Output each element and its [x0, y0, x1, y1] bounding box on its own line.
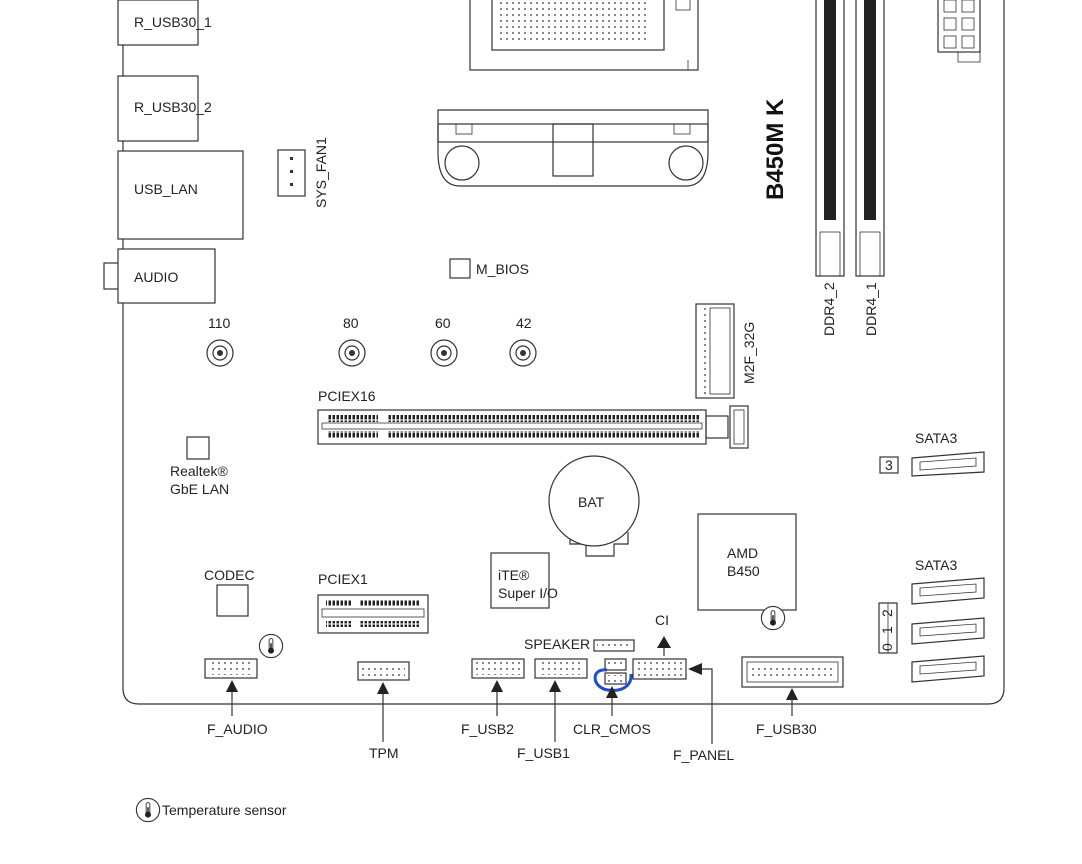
- sata3-bottom-label: SATA3: [915, 557, 957, 573]
- atx-power-connector[interactable]: [937, 0, 981, 63]
- amd-b450-chipset: [697, 513, 797, 611]
- speaker-label: SPEAKER: [524, 636, 590, 652]
- f-panel-label: F_PANEL: [673, 747, 734, 763]
- f-audio-label: F_AUDIO: [207, 721, 268, 737]
- realtek-label-2: GbE LAN: [170, 481, 229, 497]
- f-usb1-header[interactable]: F_USB1: [517, 658, 588, 761]
- pciex1-slot[interactable]: PCIEX1: [317, 571, 429, 634]
- sata3-port-3-box: [879, 456, 899, 474]
- bat-label: BAT: [578, 494, 605, 510]
- m2-slot[interactable]: M2F_32G: [695, 303, 757, 399]
- ci-label: CI: [655, 612, 669, 628]
- r-usb30-2-port[interactable]: [117, 75, 199, 142]
- clr-cmos-label: CLR_CMOS: [573, 721, 651, 737]
- board-outline: [122, 0, 1005, 705]
- m2-42-label: 42: [516, 315, 532, 331]
- model-name: B450M K: [762, 98, 789, 200]
- m2f-32g-label: M2F_32G: [741, 322, 757, 384]
- codec-label: CODEC: [204, 567, 255, 583]
- sata3-top[interactable]: SATA3 3: [879, 430, 985, 477]
- cpu-retention-bracket: [437, 109, 709, 187]
- sata3-port-2: 2: [879, 609, 895, 617]
- f-usb1-label: F_USB1: [517, 745, 570, 761]
- tpm-label: TPM: [369, 745, 399, 761]
- sata3-port-1: 1: [879, 626, 895, 634]
- m2-60-label: 60: [435, 315, 451, 331]
- codec-chip: [216, 584, 249, 617]
- cpu-socket: [469, 0, 699, 71]
- clr-cmos-jumper[interactable]: CLR_CMOS: [573, 658, 651, 737]
- m-bios-chip: [449, 258, 471, 279]
- sys-fan1-label: SYS_FAN1: [313, 137, 329, 208]
- usb-lan-port[interactable]: [117, 150, 244, 240]
- tpm-header[interactable]: TPM: [357, 661, 410, 761]
- sys-fan1-header[interactable]: SYS_FAN1: [277, 137, 329, 208]
- m2-standoffs: 110 80 60 42: [206, 315, 537, 367]
- audio-label: AUDIO: [134, 269, 178, 285]
- f-usb2-label: F_USB2: [461, 721, 514, 737]
- thermometer-icon: [258, 633, 284, 659]
- sata3-port-0: 0: [879, 643, 895, 651]
- sata3-top-label: SATA3: [915, 430, 957, 446]
- dimm-slots: DDR4_2 DDR4_1: [815, 0, 885, 336]
- ite-label-1: iTE®: [498, 567, 530, 583]
- pciex16-label: PCIEX16: [318, 388, 376, 404]
- sata3-port-3: 3: [885, 457, 893, 473]
- pciex16-slot[interactable]: PCIEX16: [317, 388, 749, 449]
- audio-port[interactable]: [117, 248, 216, 304]
- thermometer-icon: [760, 605, 786, 631]
- legend: Temperature sensor: [135, 797, 287, 823]
- amd-label-1: AMD: [727, 545, 758, 561]
- rear-io: R_USB30_1 R_USB30_2 USB_LAN AUDIO: [103, 0, 244, 304]
- thermometer-icon: [135, 797, 161, 823]
- realtek-label-1: Realtek®: [170, 463, 228, 479]
- r-usb30-1-label: R_USB30_1: [134, 14, 212, 30]
- usb-lan-label: USB_LAN: [134, 181, 198, 197]
- sata3-bottom[interactable]: SATA3 0 1 2: [878, 557, 985, 683]
- f-usb30-header[interactable]: F_USB30: [741, 656, 844, 737]
- m-bios-label: M_BIOS: [476, 261, 529, 277]
- r-usb30-2-label: R_USB30_2: [134, 99, 212, 115]
- ddr4-2-label: DDR4_2: [821, 282, 837, 336]
- highlight-circle: [593, 668, 633, 692]
- f-usb2-header[interactable]: F_USB2: [461, 658, 525, 737]
- realtek-chip: [186, 436, 210, 460]
- ddr4-1-label: DDR4_1: [863, 282, 879, 336]
- f-usb30-label: F_USB30: [756, 721, 817, 737]
- r-usb30-1-port[interactable]: [117, 0, 199, 46]
- f-audio-header[interactable]: F_AUDIO: [204, 658, 268, 737]
- temperature-sensor-label: Temperature sensor: [162, 802, 287, 818]
- speaker-header[interactable]: SPEAKER: [524, 636, 635, 652]
- f-panel-header[interactable]: CI F_PANEL: [632, 612, 734, 763]
- ite-label-2: Super I/O: [498, 585, 558, 601]
- amd-label-2: B450: [727, 563, 760, 579]
- pciex1-label: PCIEX1: [318, 571, 368, 587]
- ite-super-io-chip: [490, 552, 550, 609]
- battery: BAT: [548, 455, 640, 557]
- m2-80-label: 80: [343, 315, 359, 331]
- m2-110-label: 110: [208, 315, 231, 331]
